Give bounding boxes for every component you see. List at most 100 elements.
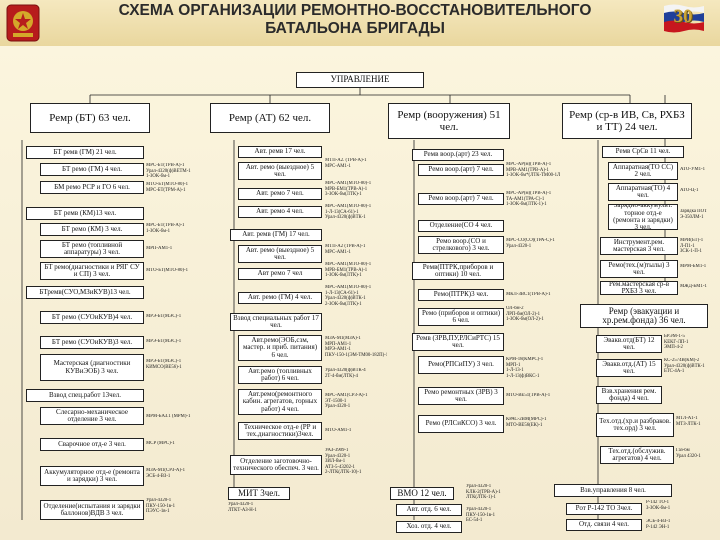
company-bt-box: Ремр (БТ) 63 чел. bbox=[30, 103, 150, 133]
header-band bbox=[0, 0, 720, 46]
equipment-note: МТП-А2 (ТРВ-А)-1 МРС-АМ1-1 bbox=[325, 244, 366, 255]
auto-section-gm4: Авт. ремо (ГМ) 4 чел. bbox=[238, 292, 322, 304]
equipment-note: МРС-АМ1(МТО-80)-1 МРВ-БМ1(ТРВ-А)-1 3-ЗОК… bbox=[325, 181, 372, 198]
evac-section-bt: Эвакв.отд(БТ) 12 чел. bbox=[596, 335, 662, 353]
vmo-box: ВМО 12 чел. bbox=[390, 487, 454, 500]
auto-platoon-special: Взвод специальных работ 17 чел. bbox=[230, 313, 322, 331]
equipment-note: МРС-АР(м)(ТРВ-А)-1 ТА-АМ1(ТРА-С)-1 1-ЗОК… bbox=[506, 191, 552, 208]
equipment-note: МРМ-БМ1-1 bbox=[680, 264, 707, 269]
comms-platoon: Ремв СрСв 11 чел. bbox=[602, 146, 684, 158]
equipment-note: УАЗ-3909-1 Урал-4320-1 ЗИЛ-бм-1 АТЗ-5-43… bbox=[325, 448, 362, 476]
management-box: УПРАВЛЕНИЕ bbox=[296, 72, 424, 88]
equipment-note: МРС-БТ(ТРВ-А)-1 Урал-4320(ф)ВЕТМ-1 1-ЗОК… bbox=[146, 163, 191, 180]
page-title: СХЕМА ОРГАНИЗАЦИИ РЕМОНТНО-ВОССТАНОВИТЕЛ… bbox=[118, 2, 592, 37]
comms-equipment-room-2: Аппаратная(ТО) 4 чел. bbox=[608, 183, 678, 201]
auto-platoon-17: Авт. ремв 17 чел. bbox=[238, 146, 322, 158]
platoon-gm: БТ ремв (ГМ) 21 чел. bbox=[26, 146, 144, 159]
platoon-special: Взвод спец.работ 13чел. bbox=[26, 389, 144, 402]
platoon-km: БТ ремв (КМ)13 чел. bbox=[26, 207, 144, 220]
equipment-note: КРАС-2ВМ(МРС)-1 МТО-ВЕ56(ЕК)-1 bbox=[506, 417, 547, 428]
company-weapons-box: Ремр (вооружения) 51 чел. bbox=[388, 103, 510, 139]
equipment-note: МТО-БТ(МТО-80)-1 bbox=[146, 268, 188, 273]
section-suo-2: БТ ремо (СУОиКУВ)3 чел. bbox=[40, 336, 144, 349]
auto-section-7b: Авт ремо 7 чел bbox=[238, 268, 322, 280]
section-optics: Ремо (приборов и оптики) 6 чел. bbox=[418, 308, 504, 326]
equipment-note: МСР (МРС)-1 bbox=[146, 441, 175, 446]
equipment-note: МЖД-БМ1-1 bbox=[680, 284, 707, 289]
equipment-note: МЗА-М1(СРЗ-А)-1 ЭСБ-4-ВЗ-1 bbox=[146, 468, 185, 479]
equipment-note: КС-2574В(КМ)-2 Урал-4320(ф)ВТК-1 БТС-4А-… bbox=[664, 358, 705, 375]
equipment-note: МРС-СО(СО)(ТРА-С)-1 Урал-4320-1 bbox=[506, 238, 555, 249]
equipment-note: МТО-БТ(МТО-80)-1 МРС-БТ(ТРМ-А)-1 bbox=[146, 182, 188, 193]
equipment-note: ОЛ-бм-2 ЛРП-бм(ОЛ-2)-1 1-ЗОК-бм(ОЛ-2)-1 bbox=[506, 306, 544, 323]
equipment-note: Урал-4320-1 ПКУ-150-1в-1 ПЭУС-1в-1 bbox=[146, 498, 176, 515]
auto-platoon-gm: Авт. ремв (ГМ) 17 чел. bbox=[230, 229, 322, 241]
platoon-suo: БТремв(СУО,МЗиКУВ)13 чел. bbox=[26, 286, 144, 299]
household-section: Хоз. отд. 4 чел. bbox=[396, 521, 462, 533]
mit-box: МИТ 3чел. bbox=[228, 487, 290, 500]
platoon-sam: Ремв (ЗРВ,ПУ,РЛСиРТС) 15 чел. bbox=[412, 333, 504, 351]
platoon-atgm: Ремв(ПТРК,приборов и оптики) 10 чел. bbox=[412, 262, 504, 280]
auto-section-field-2: Авт. ремо (выездное) 5 чел. bbox=[238, 245, 322, 263]
page-number: 30 bbox=[673, 6, 693, 27]
russian-flag-icon bbox=[664, 4, 704, 33]
company-at-box: Ремр (АТ) 62 чел. bbox=[210, 103, 330, 133]
evac-section-at: Эвакв.отд.(АТ) 15 чел. bbox=[596, 359, 662, 377]
storage-platoon: Взв.хранения рем. фонда) 4 чел. bbox=[596, 386, 662, 404]
weapons-section-art-1: Ремо воор.(арт) 7 чел. bbox=[418, 164, 504, 176]
equipment-note: МРИ(БТ)-1 Л-П1-1 ЗСК-1-П-1 bbox=[680, 238, 704, 255]
equipment-note: МРС-БТ(ТРВ-А)-1 1-ЗОК-бм-1 bbox=[146, 223, 185, 234]
equipment-note: МРС-АМ1(МТО-80)-1 МРВ-БМ1(ТРВ-А)-1 1-ЗОК… bbox=[325, 262, 372, 279]
workshop-diag: Мастерская (диагностики КУВиЭОБ) 3 чел. bbox=[40, 354, 144, 381]
auto-tech-section: Техническое отд-е (РР и тех.диагностики)… bbox=[238, 422, 322, 440]
equipment-note: Р-142 ТО-1 З-ЗОК-бм-1 bbox=[646, 500, 671, 511]
equipment-note: Урал-4320-1 КЛК-2(ТРВ-А)-1 ЛТК(ЛТК-1)-1 bbox=[466, 484, 501, 501]
rear-repair-section: Ремо(тех.(м)тылы) 3 чел. bbox=[600, 260, 678, 278]
equipment-note: МРС-АР(м)(ТРВ-А)-1 МРВ-АМ1(ТРВ-А)-1 1-ЗО… bbox=[506, 162, 560, 179]
auto-section-fuel: Авт.ремо (топливных работ) 6 чел. bbox=[238, 366, 322, 384]
comms-equipment-room: Аппаратная(ТО СС) 2 чел. bbox=[608, 162, 678, 180]
equipment-note: МРЭ-БТ(МЭС)-1 bbox=[146, 314, 182, 319]
radio-station-box: Рот Р-142 ТО 3чел. bbox=[566, 503, 642, 515]
section-diag: БТ ремо(диагностики и РЯГ СУ и СП) 3 чел… bbox=[40, 262, 144, 280]
section-bm-rsr: БМ ремо РСР и ГО 6 чел. bbox=[40, 181, 144, 194]
equipment-note: МЗА-М1(МЗА)-1 МРП-АМ1-1 МРЭ-АМ1-1 ПКУ-15… bbox=[325, 336, 387, 358]
equipment-note: МРП-АМ1-1 bbox=[146, 246, 173, 251]
section-sam-repair: Ремо ремонтных (ЗРВ) 3 чел. bbox=[418, 387, 504, 405]
equipment-note: МРМ-БАЗ.1 (МРМ)-1 bbox=[146, 414, 191, 419]
equipment-note: Урал-4320-1 ЛТКТ-АЗ-Н-1 bbox=[228, 502, 257, 513]
section-suo-1: БТ ремо (СУОиКУВ)4 чел. bbox=[40, 311, 144, 324]
tech-service-section: Тех.отд.(обслужив. агрегатов) 4 чел. bbox=[600, 446, 674, 464]
weapons-section-rifle: Ремо воор.(СО и стрелкового) 3 чел. bbox=[418, 236, 504, 254]
auto-section-cabin: Авт.ремо(ремонтного кабин. агрегатов, го… bbox=[238, 389, 322, 415]
equipment-note: Газ-бм Урал 4320-1 bbox=[676, 448, 701, 459]
chem-workshop: Рем.мастерская ср-в РХБЗ 3 чел. bbox=[600, 281, 678, 295]
section-atgm: Ремо(ПТРК)3 чел. bbox=[418, 289, 504, 301]
equipment-note: Урал-4320-1 ПКУ-150-1в-1 БС-54-1 bbox=[466, 507, 496, 524]
equipment-note: МРС-АМ1(СРЗ-А)-1 ЭТ-1500-1 Урал-4320-1 bbox=[325, 393, 368, 410]
equipment-note: МТО-АМ1-1 bbox=[325, 428, 352, 433]
company-evacuation-box: Ремр (эвакуации и хр.рем.фонда) 36 чел. bbox=[580, 304, 708, 328]
weapons-section-art-2: Ремо воор.(арт) 7 чел. bbox=[418, 193, 504, 205]
section-km: БТ ремо (КМ) 3 чел. bbox=[40, 223, 144, 236]
equipment-note: АТО-УМ1-1 bbox=[680, 167, 706, 172]
section-test: Отделение(испытания и зарядки баллонов)В… bbox=[40, 500, 144, 520]
auto-section-4: Авт. ремо 4 чел. bbox=[238, 206, 322, 218]
section-radar: Ремо (РЛСиКСО) 3 чел. bbox=[418, 415, 504, 433]
section-welding: Сварочное отд-е 3 чел. bbox=[40, 438, 144, 451]
equipment-note: МРЭ-БТ(МЭС)-1 bbox=[146, 339, 182, 344]
tool-workshop: Инструмент.рем. мастерская 3 чел. bbox=[600, 237, 678, 255]
auto-section-field: Авт. ремо (выездное) 5 чел. bbox=[238, 162, 322, 180]
equipment-note: БРЭМ-1-5 КЕКГ-ЛП-1 ЭМП-4-2 bbox=[664, 334, 689, 351]
equipment-note: МТЛ-А1-1 МТЗ-ЛТК-1 bbox=[676, 416, 701, 427]
section-gm: БТ ремо (ГМ) 4 чел. bbox=[40, 163, 144, 176]
equipment-note: МРС-АМ1(МТО-80)-1 1-Л-13(СА-61)-1 Урал-4… bbox=[325, 204, 372, 221]
section-fuel: БТ ремо (топливной аппаратуры) 3 чел. bbox=[40, 240, 144, 258]
comms-section: Отд. связи 4 чел. bbox=[566, 519, 642, 531]
auto-supply-section: Отделение заготовочно-технического обесп… bbox=[230, 455, 322, 475]
auto-section-6: Авт. отд. 6 чел. bbox=[396, 504, 462, 516]
weapons-section-so: Отделение(СО 4 чел. bbox=[418, 220, 504, 232]
equipment-note: Урал-4320(ф)ВТК-4 2Т-4-бм(ЛТК)-4 bbox=[325, 368, 366, 379]
company-comms-box: Ремр (ср-в ИВ, Св, РХБЗ и ТТ) 24 чел. bbox=[562, 103, 692, 139]
auto-section-7a: Авт. ремо 7 чел. bbox=[238, 188, 322, 200]
